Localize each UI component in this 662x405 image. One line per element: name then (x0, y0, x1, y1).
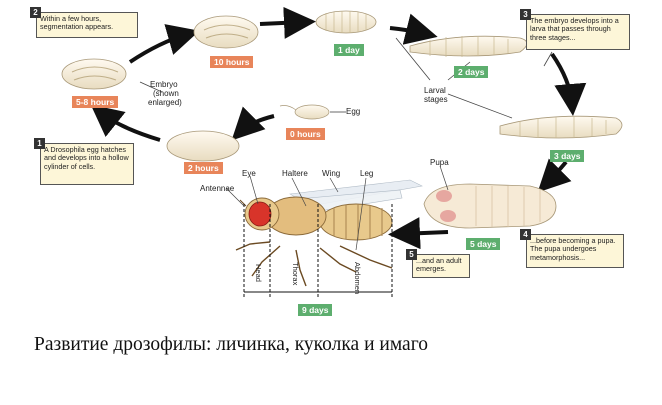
wing-pointer (329, 177, 339, 193)
embryo-10-hours (193, 15, 259, 49)
label-head: Head (254, 264, 263, 282)
label-pupa: Pupa (430, 158, 449, 167)
label-egg: Egg (346, 107, 361, 116)
leg-pointer (355, 177, 367, 251)
egg-0-hours (279, 104, 330, 120)
arrow-3d-to-pupa (537, 158, 572, 193)
time-tag-5-days: 5 days (466, 238, 501, 250)
callout-step-3: 3 The embryo develops into a larva that … (520, 9, 630, 50)
larva-2-days (409, 35, 528, 57)
pupa (423, 183, 557, 229)
haltere-pointer (291, 177, 307, 207)
arrow-10h-to-1d (259, 6, 316, 39)
time-tag-2-days: 2 days (454, 66, 489, 78)
label-wing: Wing (322, 169, 341, 178)
embryo-5-8-hours (61, 58, 127, 90)
embryo-pointer (139, 81, 163, 93)
time-tag-2-hours: 2 hours (184, 162, 223, 174)
adult-fly (235, 179, 423, 287)
eye-pointer (249, 175, 259, 205)
label-embryo: Embryo (150, 80, 178, 89)
label-eye: Eye (242, 169, 256, 178)
callout3-pointer (543, 51, 553, 67)
label-antennae: Antennae (200, 184, 235, 193)
arrow-egg-to-2h (231, 106, 275, 141)
larval-pointer-3 (447, 93, 513, 119)
body-region-brackets (243, 204, 393, 298)
time-tag-1-day: 1 day (334, 44, 364, 56)
arrow-pupa-to-adult (388, 217, 449, 250)
time-tag-5-8-hours: 5-8 hours (72, 96, 119, 108)
antennae-pointer (225, 187, 245, 207)
time-tag-10-hours: 10 hours (210, 56, 254, 68)
label-haltere: Haltere (282, 169, 308, 178)
figure-caption: Развитие дрозофилы: личинка, куколка и и… (34, 334, 428, 355)
label-abdomen: Abdomen (353, 262, 362, 295)
callout-step-5: 5 ...and an adult emerges. (406, 249, 470, 278)
label-thorax: Thorax (291, 262, 300, 286)
arrow-58h-to-10h (128, 24, 200, 64)
larva-1-day (315, 10, 377, 34)
time-tag-0-hours: 0 hours (286, 128, 325, 140)
time-tag-9-days: 9 days (298, 304, 333, 316)
label-shown: (shown (153, 89, 179, 98)
callout-step-1: 1 A Drosophila egg hatches and develops … (34, 138, 134, 185)
arrow-2d-to-3d (550, 52, 587, 116)
arrow-1d-to-2d (389, 13, 438, 45)
larva-3-days (499, 115, 623, 139)
label-stages: stages (424, 95, 448, 104)
label-enlarged: enlarged) (148, 98, 182, 107)
arrow-2h-to-58h (90, 104, 161, 142)
larval-pointer-1 (395, 37, 431, 81)
pupa-pointer (439, 165, 449, 191)
label-leg: Leg (360, 169, 374, 178)
label-larval: Larval (424, 86, 446, 95)
embryo-2-hours (166, 130, 240, 162)
callout-step-2: 2 Within a few hours, segmentation appea… (30, 7, 138, 38)
time-tag-3-days: 3 days (550, 150, 585, 162)
callout-step-4: 4 ...before becoming a pupa. The pupa un… (520, 229, 624, 268)
